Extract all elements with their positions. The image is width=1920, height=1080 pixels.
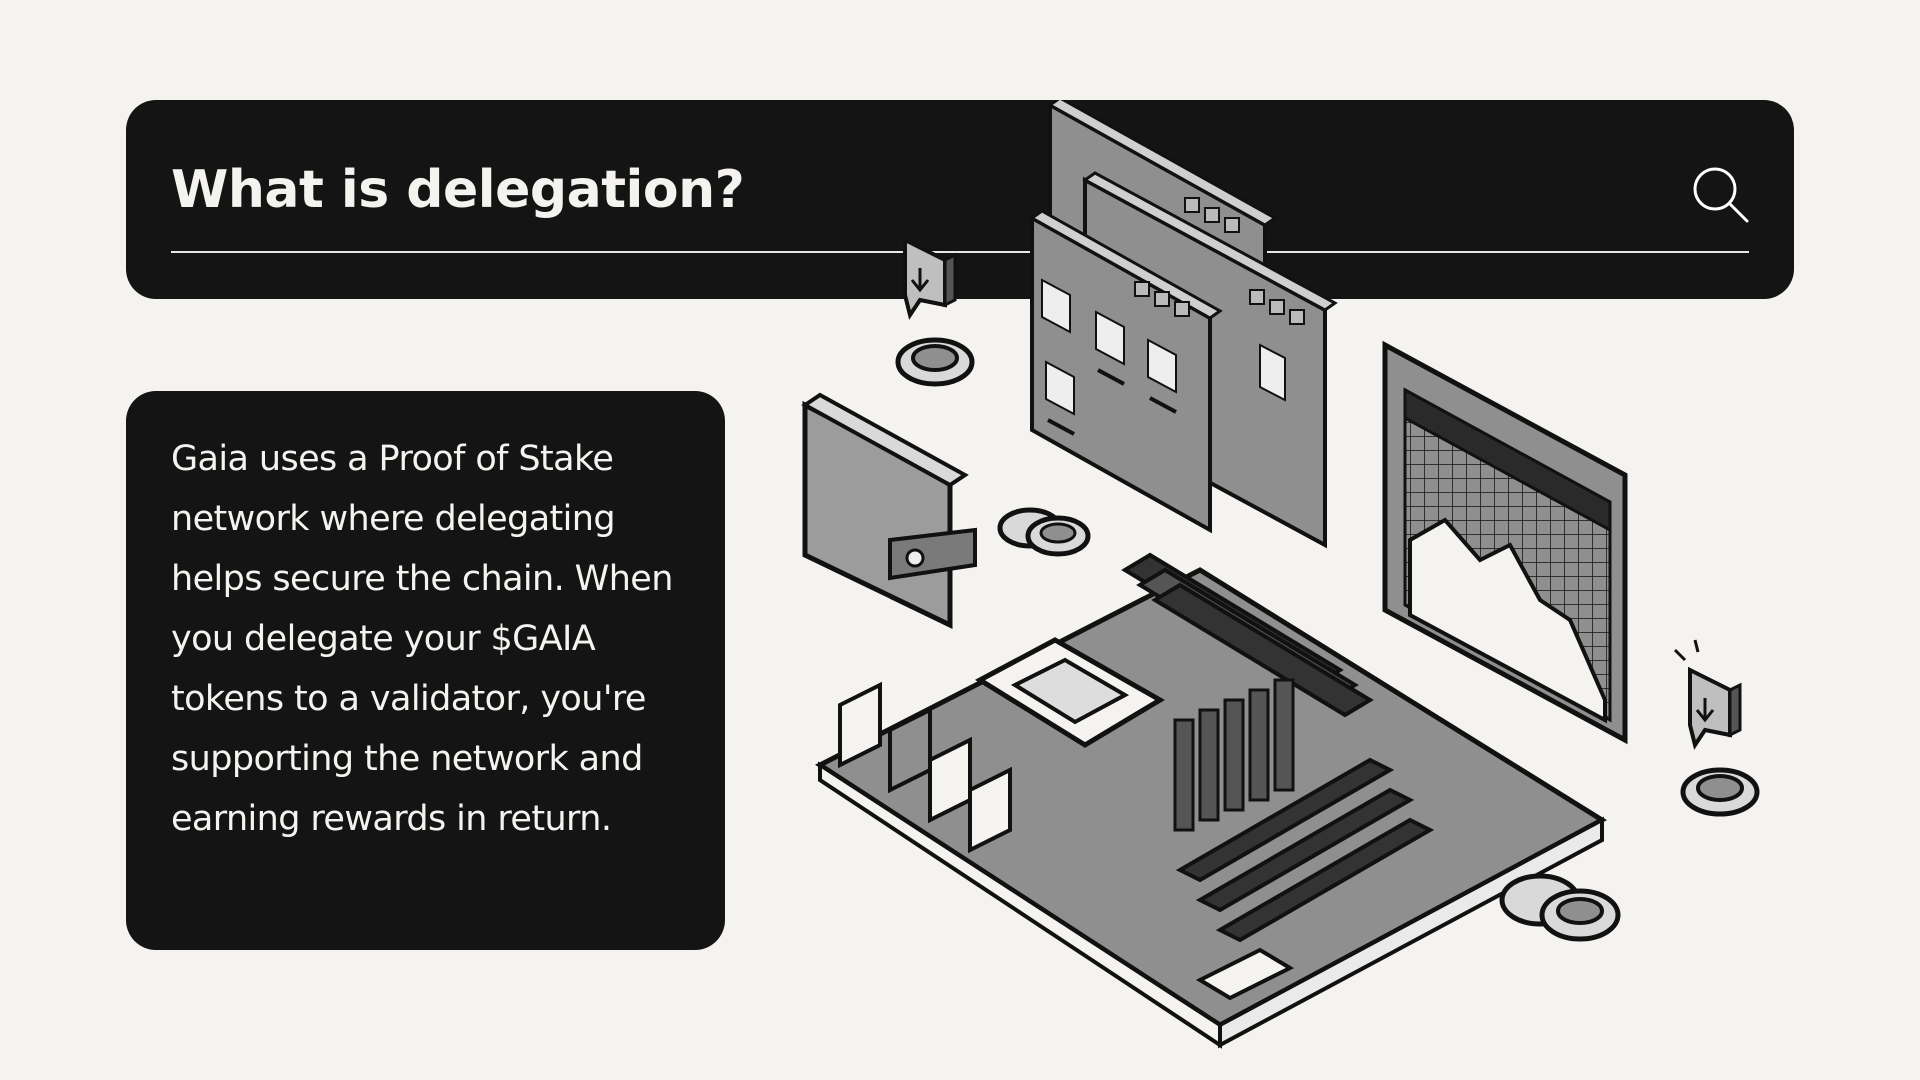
wallet-icon [801,392,977,629]
download-bubble-icon [1673,639,1742,750]
coin-icon [1680,767,1760,817]
chart-window [1382,340,1628,745]
coin-icon [895,337,975,387]
download-bubble-icon [903,236,957,320]
search-icon[interactable] [1692,166,1750,224]
file-window-front [1029,209,1223,534]
motherboard-illustration [801,100,1760,1049]
search-underline [171,251,1749,253]
coins-icon [1499,873,1621,942]
info-card: Gaia uses a Proof of Stake network where… [126,391,725,950]
coins-icon [997,507,1091,557]
page-title: What is delegation? [171,160,745,220]
info-card-text: Gaia uses a Proof of Stake network where… [171,439,673,839]
motherboard [815,552,1607,1049]
search-bar[interactable]: What is delegation? [126,100,1794,299]
